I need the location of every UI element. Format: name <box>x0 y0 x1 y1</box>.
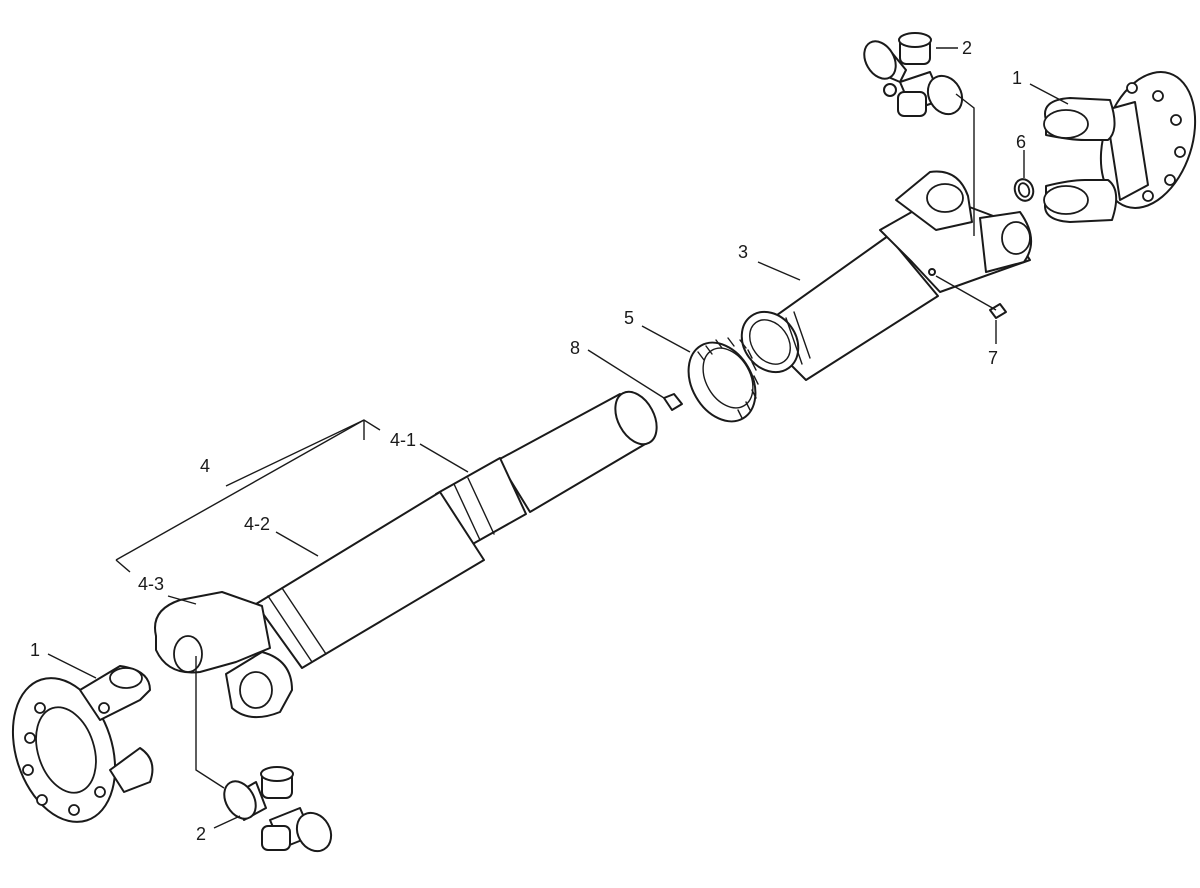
flange-yoke-left <box>11 665 154 823</box>
grease-fitting-shaft <box>663 393 683 411</box>
label-o-ring: 6 <box>1016 132 1026 152</box>
label-tube-stub: 4-1 <box>390 430 416 450</box>
label-grease-fitting-yoke: 7 <box>988 348 998 368</box>
label-slip-yoke: 3 <box>738 242 748 262</box>
label-grease-fitting-shaft: 8 <box>570 338 580 358</box>
grease-fitting-yoke <box>989 303 1007 319</box>
universal-joint-cross-bottom <box>223 766 333 853</box>
label-cross-bottom: 2 <box>196 824 206 844</box>
part-labels: 1 2 6 3 7 5 8 4-1 4 4-2 4-3 1 2 <box>30 38 1026 844</box>
flange-bolt-holes <box>22 702 110 816</box>
label-tube-assembly: 4 <box>200 456 210 476</box>
leader-lines <box>47 47 1069 829</box>
label-tube: 4-2 <box>244 514 270 534</box>
universal-joint-cross-top <box>863 32 964 117</box>
label-tube-yoke: 4-3 <box>138 574 164 594</box>
tube-assembly <box>154 390 658 719</box>
o-ring <box>1013 178 1035 202</box>
label-yoke-left: 1 <box>30 640 40 660</box>
slip-yoke <box>740 170 1032 381</box>
dust-cap <box>687 337 759 423</box>
flange-yoke-right <box>1043 71 1197 223</box>
flange-bolt-holes <box>1126 82 1186 202</box>
label-yoke-right: 1 <box>1012 68 1022 88</box>
label-dust-cap: 5 <box>624 308 634 328</box>
label-cross-top: 2 <box>962 38 972 58</box>
